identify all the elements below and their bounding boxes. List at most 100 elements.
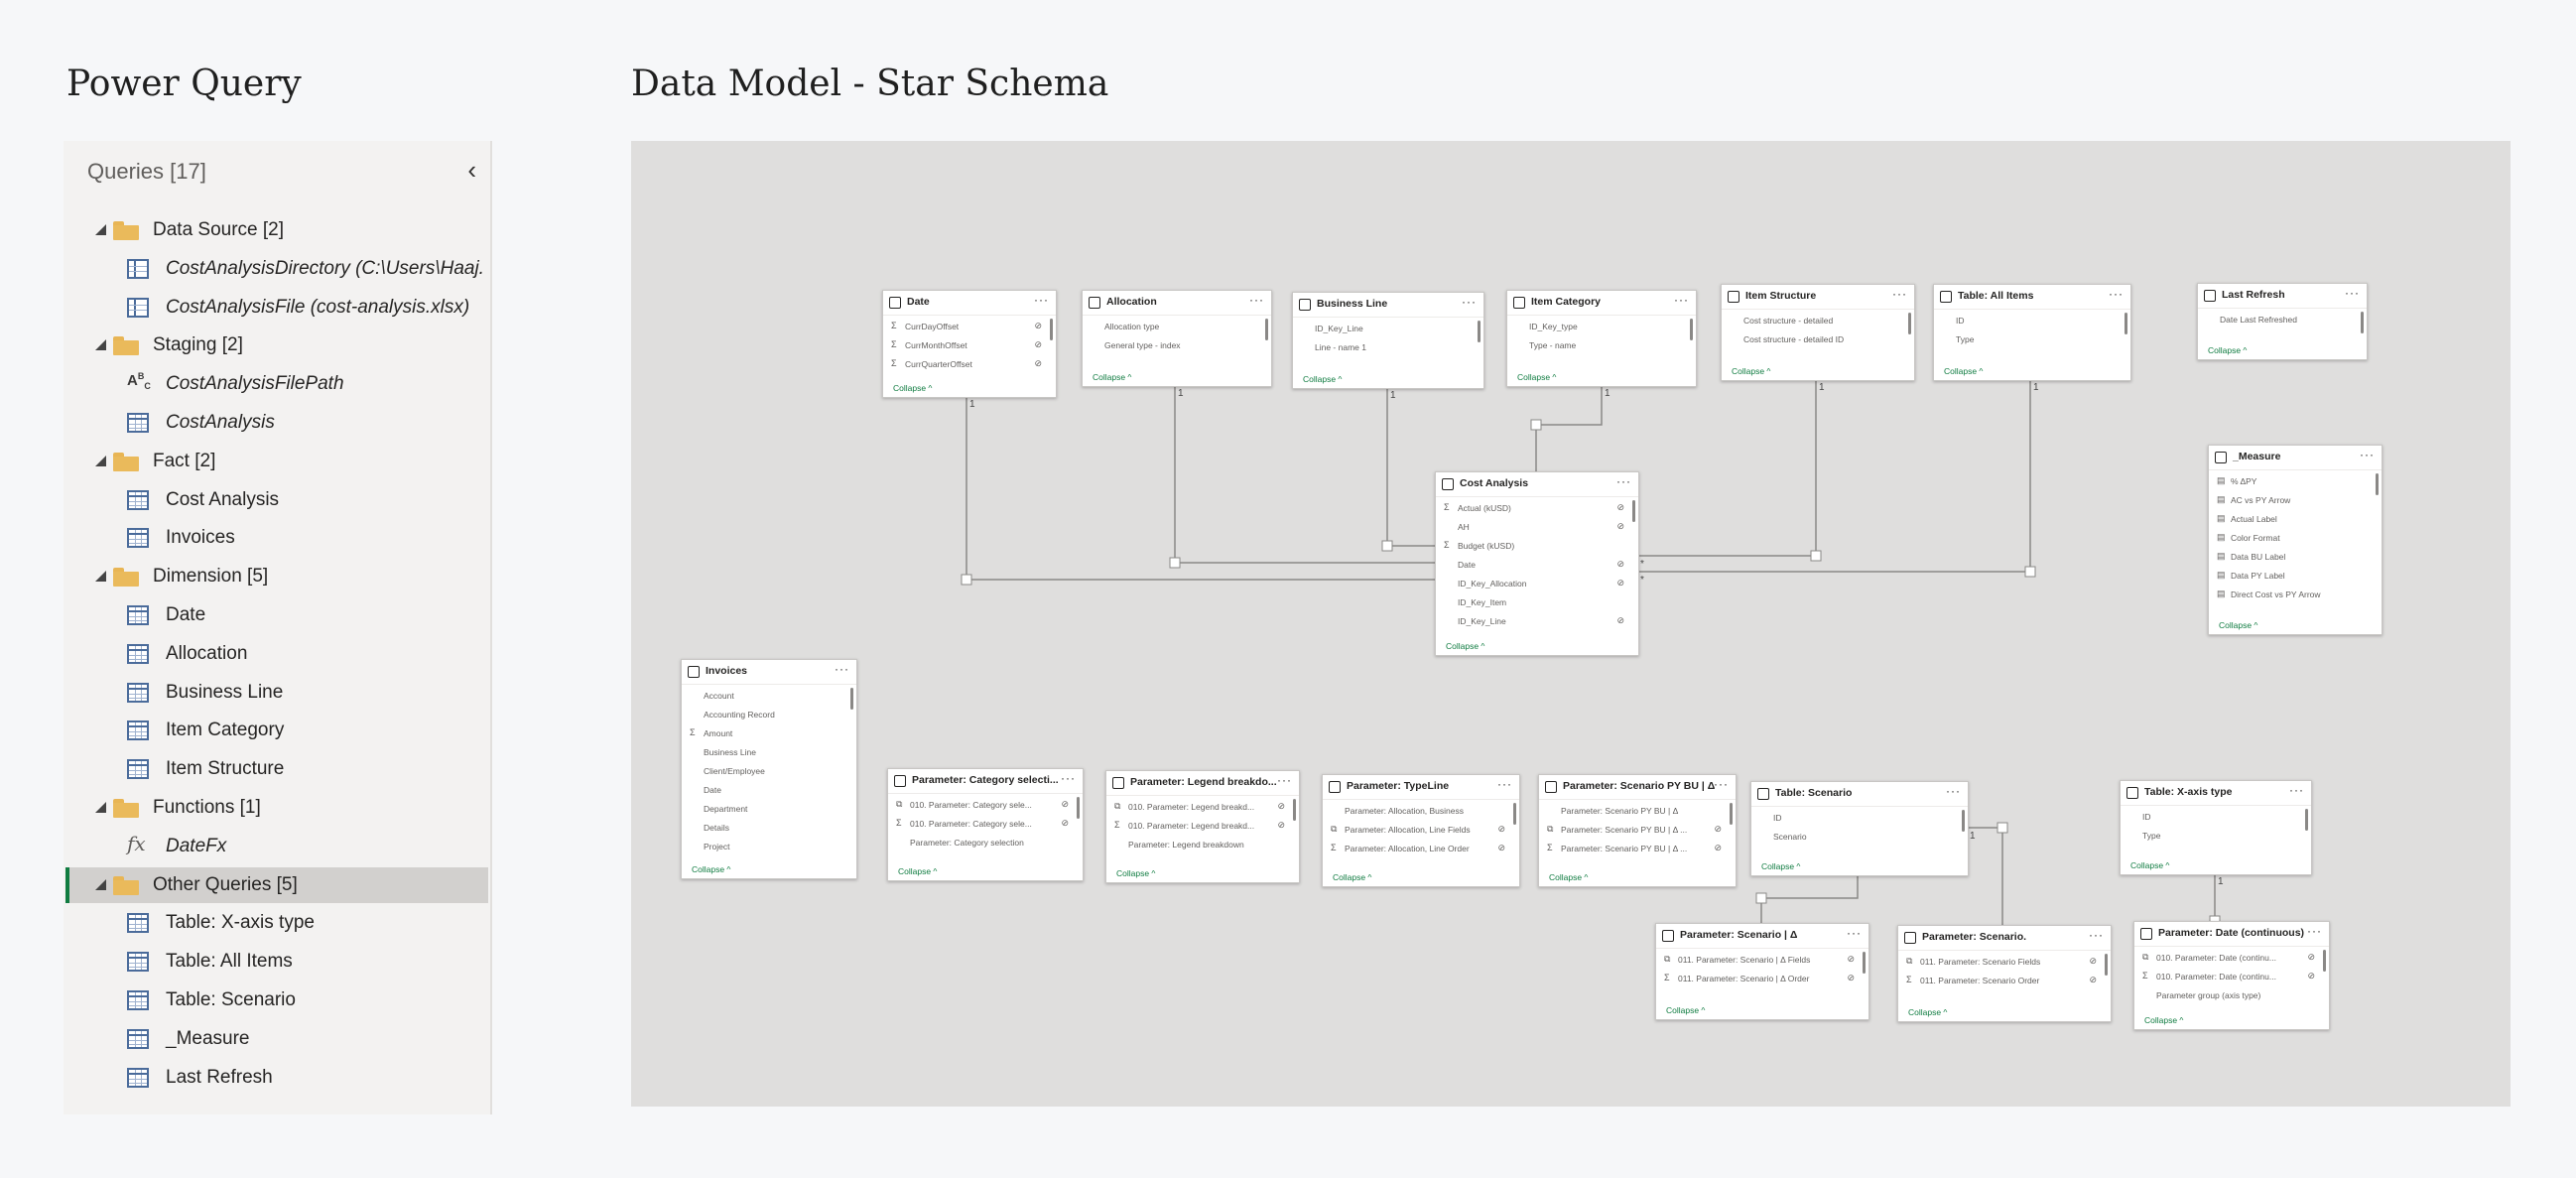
field-row[interactable]: ▤Data PY Label [2209,567,2382,586]
collapse-link[interactable]: Collapse ^ [2219,620,2258,630]
field-row[interactable]: ⧉Parameter: Allocation, Line Fields⊘ [1323,821,1519,840]
card-scrollbar[interactable] [2376,473,2379,495]
card-scrollbar[interactable] [2323,950,2326,972]
table-card-header[interactable]: Date··· [883,291,1056,316]
expand-triangle-icon[interactable] [95,455,106,466]
field-row[interactable]: ⧉Parameter: Scenario PY BU | Δ ...⊘ [1539,821,1736,840]
card-scrollbar[interactable] [1293,799,1296,821]
collapse-link[interactable]: Collapse ^ [1666,1005,1706,1015]
query-item-measure[interactable]: _Measure [69,1021,484,1057]
query-item-costanalysis[interactable]: CostAnalysis [69,405,484,441]
field-row[interactable]: ⧉011. Parameter: Scenario Fields⊘ [1898,953,2111,972]
field-row[interactable]: ▤Data BU Label [2209,548,2382,567]
field-row[interactable]: Line - name 1 [1293,338,1483,357]
query-item-item-structure[interactable]: Item Structure [69,751,484,787]
card-scrollbar[interactable] [1513,803,1516,825]
table-card-measure[interactable]: _Measure···▤% ΔPY▤AC vs PY Arrow▤Actual … [2208,445,2383,635]
query-item-costanalysisdirectory-c-users-haaj[interactable]: CostAnalysisDirectory (C:\Users\Haaj... [69,251,484,287]
expand-triangle-icon[interactable] [95,224,106,235]
query-group-data-source-2[interactable]: Data Source [2] [69,212,484,248]
query-item-invoices[interactable]: Invoices [69,520,484,556]
query-item-allocation[interactable]: Allocation [69,636,484,672]
query-group-dimension-5[interactable]: Dimension [5] [69,559,484,594]
card-scrollbar[interactable] [1478,321,1481,342]
field-row[interactable]: ID [1751,809,1968,828]
hidden-eye-icon[interactable]: ⊘ [2307,952,2315,962]
relationship-line[interactable] [1637,379,2031,573]
collapse-link[interactable]: Collapse ^ [898,866,938,876]
table-card-header[interactable]: Parameter: Date (continuous)··· [2134,922,2329,947]
hidden-eye-icon[interactable]: ⊘ [1034,358,1042,368]
field-row[interactable]: Department [682,800,856,819]
field-row[interactable]: ID [2121,808,2311,827]
collapse-link[interactable]: Collapse ^ [1333,872,1372,882]
hidden-eye-icon[interactable]: ⊘ [1034,321,1042,330]
table-card-header[interactable]: Parameter: Scenario PY BU | Δ··· [1539,775,1736,800]
field-row[interactable]: ID_Key_Line [1293,320,1483,338]
field-row[interactable]: Allocation type [1083,318,1271,336]
table-card-header[interactable]: Parameter: Legend breakdo...··· [1106,771,1299,796]
hidden-eye-icon[interactable]: ⊘ [1277,820,1285,830]
table-card-p-scen[interactable]: Parameter: Scenario.···⧉011. Parameter: … [1897,925,2112,1022]
table-card-p-date-cont[interactable]: Parameter: Date (continuous)···⧉010. Par… [2133,921,2330,1030]
card-scrollbar[interactable] [1050,319,1053,340]
collapse-link[interactable]: Collapse ^ [1944,366,1984,376]
query-item-date[interactable]: Date [69,597,484,633]
card-scrollbar[interactable] [1690,319,1693,340]
field-row[interactable]: ID_Key_Item [1436,593,1638,612]
more-options-icon[interactable]: ··· [1249,293,1264,307]
field-row[interactable]: Parameter group (axis type) [2134,986,2329,1005]
query-group-other-queries-5[interactable]: Other Queries [5] [65,866,488,903]
field-row[interactable]: Scenario [1751,828,1968,847]
table-card-header[interactable]: Item Category··· [1507,291,1696,316]
field-row[interactable]: Parameter: Allocation, Business [1323,802,1519,821]
collapse-link[interactable]: Collapse ^ [692,864,731,874]
collapse-link[interactable]: Collapse ^ [2208,345,2248,355]
more-options-icon[interactable]: ··· [1277,773,1292,787]
field-row[interactable]: ID_Key_type [1507,318,1696,336]
field-row[interactable]: General type - index [1083,336,1271,355]
query-item-table-all-items[interactable]: Table: All Items [69,944,484,980]
hidden-eye-icon[interactable]: ⊘ [1714,824,1722,834]
hidden-eye-icon[interactable]: ⊘ [1847,954,1855,964]
field-row[interactable]: ⧉010. Parameter: Legend breakd...⊘ [1106,798,1299,817]
hidden-eye-icon[interactable]: ⊘ [1616,615,1624,625]
hidden-eye-icon[interactable]: ⊘ [1714,843,1722,852]
table-card-header[interactable]: Parameter: Category selecti...··· [888,769,1083,794]
collapse-link[interactable]: Collapse ^ [2144,1015,2184,1025]
hidden-eye-icon[interactable]: ⊘ [1277,801,1285,811]
more-options-icon[interactable]: ··· [2307,924,2322,938]
query-item-table-x-axis-type[interactable]: Table: X-axis type [69,905,484,941]
collapse-link[interactable]: Collapse ^ [1446,641,1485,651]
field-row[interactable]: ▤AC vs PY Arrow [2209,491,2382,510]
more-options-icon[interactable]: ··· [2289,783,2304,797]
table-card-header[interactable]: Table: X-axis type··· [2121,781,2311,806]
card-scrollbar[interactable] [1265,319,1268,340]
field-row[interactable]: ID_Key_Allocation⊘ [1436,575,1638,593]
more-options-icon[interactable]: ··· [2345,286,2360,300]
more-options-icon[interactable]: ··· [2089,928,2104,942]
table-card-header[interactable]: Cost Analysis··· [1436,472,1638,497]
field-row[interactable]: Accounting Record [682,706,856,724]
collapse-link[interactable]: Collapse ^ [1303,374,1343,384]
table-card-p-scen-delta[interactable]: Parameter: Scenario | Δ···⧉011. Paramete… [1655,923,1869,1020]
hidden-eye-icon[interactable]: ⊘ [1061,818,1069,828]
field-row[interactable]: ⧉010. Parameter: Category sele...⊘ [888,796,1083,815]
card-scrollbar[interactable] [1730,803,1733,825]
field-row[interactable]: Parameter: Scenario PY BU | Δ [1539,802,1736,821]
query-item-last-refresh[interactable]: Last Refresh [69,1060,484,1096]
hidden-eye-icon[interactable]: ⊘ [1616,578,1624,588]
collapse-link[interactable]: Collapse ^ [1908,1007,1948,1017]
more-options-icon[interactable]: ··· [2360,448,2375,461]
more-options-icon[interactable]: ··· [1497,777,1512,791]
more-options-icon[interactable]: ··· [1892,287,1907,301]
